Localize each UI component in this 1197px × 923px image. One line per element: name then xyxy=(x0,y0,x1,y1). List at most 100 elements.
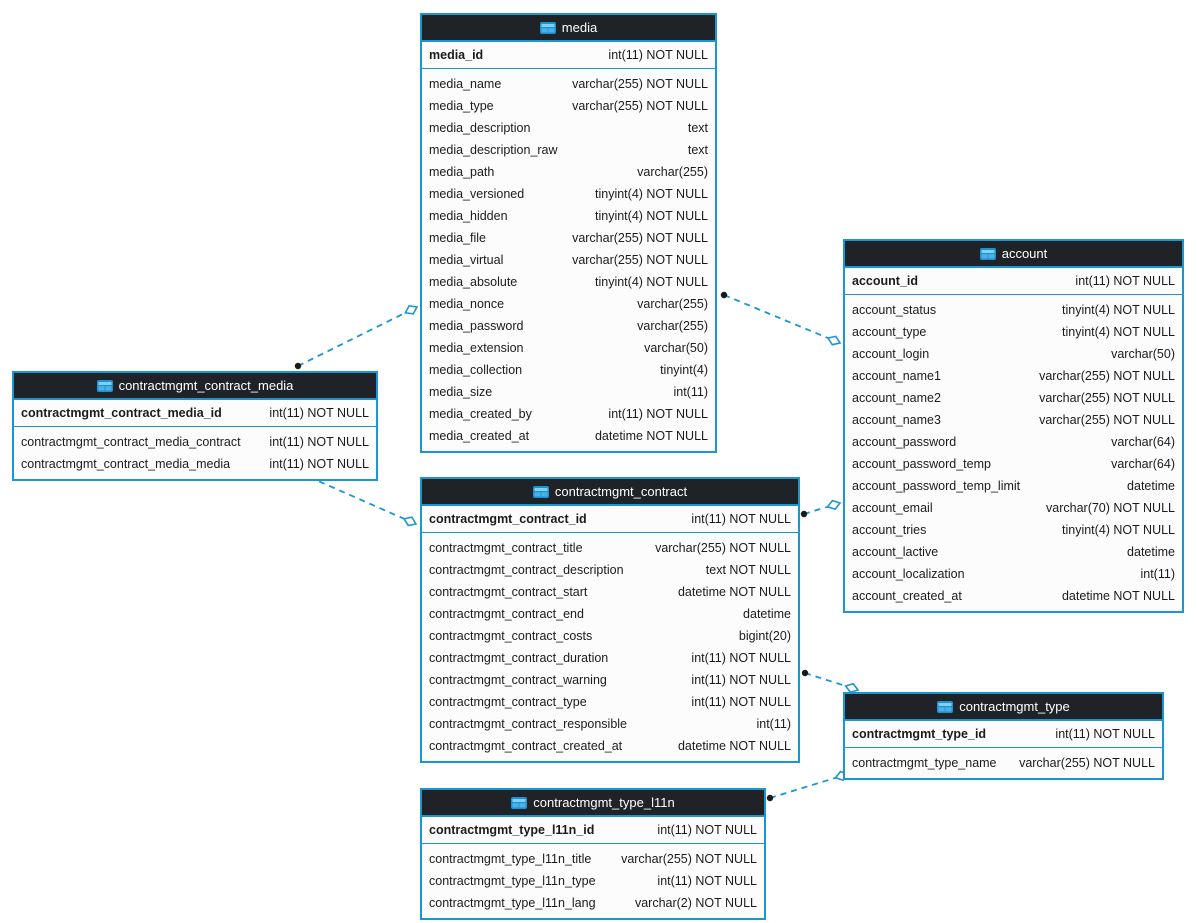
column-name: account_name3 xyxy=(852,413,941,427)
column-type: datetime NOT NULL xyxy=(1061,589,1175,603)
table-contractmgmt_type_l11n[interactable]: contractmgmt_type_l11n contractmgmt_type_… xyxy=(420,788,766,920)
column-type: int(11) xyxy=(756,717,791,731)
relationship-diamond-endpoint xyxy=(404,304,419,315)
column-name: media_size xyxy=(429,385,493,399)
relationship-contractmgmt_type_l11n-to-contractmgmt_type[interactable] xyxy=(766,770,850,802)
primary-key-name: contractmgmt_contract_media_id xyxy=(21,406,222,420)
column-type: varchar(2) NOT NULL xyxy=(634,896,757,910)
column-type: int(11) NOT NULL xyxy=(269,457,369,471)
table-header[interactable]: contractmgmt_contract_media xyxy=(14,373,376,400)
primary-key-name: media_id xyxy=(429,48,484,62)
relationship-contractmgmt_contract-to-account[interactable] xyxy=(800,499,842,518)
table-header[interactable]: media xyxy=(422,15,715,42)
table-title: contractmgmt_type_l11n xyxy=(533,795,675,810)
column-name: contractmgmt_type_name xyxy=(852,756,997,770)
column-type: varchar(50) xyxy=(1111,347,1175,361)
primary-key-name: account_id xyxy=(852,274,918,288)
column-name: media_type xyxy=(429,99,494,113)
table-header[interactable]: contractmgmt_type_l11n xyxy=(422,790,764,817)
column-name: media_created_at xyxy=(429,429,530,443)
column-name: media_absolute xyxy=(429,275,518,289)
column-type: int(11) NOT NULL xyxy=(691,695,791,709)
column-type: datetime NOT NULL xyxy=(677,585,791,599)
column-row: media_password varchar(255) xyxy=(422,315,715,337)
table-icon xyxy=(937,700,954,713)
table-header[interactable]: contractmgmt_contract xyxy=(422,479,798,506)
relationship-diamond-endpoint xyxy=(826,335,842,346)
table-icon xyxy=(511,796,528,809)
primary-key-type: int(11) NOT NULL xyxy=(1075,274,1175,288)
column-type: tinyint(4) NOT NULL xyxy=(1062,523,1175,537)
column-name: media_nonce xyxy=(429,297,505,311)
column-type: tinyint(4) NOT NULL xyxy=(1062,303,1175,317)
relationship-diamond-endpoint xyxy=(826,499,842,511)
column-name: media_description xyxy=(429,121,531,135)
relationship-media-to-account[interactable] xyxy=(720,291,842,346)
column-type: int(11) xyxy=(673,385,708,399)
primary-key-type: int(11) NOT NULL xyxy=(657,823,757,837)
column-type: tinyint(4) NOT NULL xyxy=(595,275,708,289)
table-title: media xyxy=(561,20,598,35)
column-name: account_lactive xyxy=(852,545,939,559)
column-name: account_name2 xyxy=(852,391,941,405)
column-name: contractmgmt_contract_description xyxy=(429,563,624,577)
column-name: media_file xyxy=(429,231,486,245)
column-row: account_password_temp varchar(64) xyxy=(845,453,1182,475)
column-name: account_password_temp xyxy=(852,457,991,471)
column-type: varchar(255) xyxy=(637,319,708,333)
column-name: media_password xyxy=(429,319,524,333)
primary-key-name: contractmgmt_type_l11n_id xyxy=(429,823,595,837)
column-name: account_password xyxy=(852,435,957,449)
column-type: int(11) NOT NULL xyxy=(657,874,757,888)
column-type: varchar(64) xyxy=(1111,457,1175,471)
column-type: int(11) NOT NULL xyxy=(269,435,369,449)
primary-key-name: contractmgmt_contract_id xyxy=(429,512,587,526)
column-type: int(11) NOT NULL xyxy=(608,407,708,421)
column-name: account_name1 xyxy=(852,369,941,383)
relationship-contractmgmt_contract-to-contractmgmt_type[interactable] xyxy=(801,669,860,694)
column-type: datetime xyxy=(743,607,791,621)
relationship-contractmgmt_contract_media-to-media[interactable] xyxy=(294,304,419,370)
relationship-contractmgmt_contract_media-to-contractmgmt_contract[interactable] xyxy=(305,473,418,527)
column-name: contractmgmt_type_l11n_title xyxy=(429,852,592,866)
column-name: contractmgmt_contract_title xyxy=(429,541,583,555)
column-name: contractmgmt_contract_created_at xyxy=(429,739,623,753)
table-header[interactable]: contractmgmt_type xyxy=(845,694,1162,721)
column-type: varchar(255) NOT NULL xyxy=(572,99,708,113)
primary-key-type: int(11) NOT NULL xyxy=(1055,727,1155,741)
column-name: account_localization xyxy=(852,567,965,581)
table-header[interactable]: account xyxy=(845,241,1182,268)
table-account[interactable]: account account_id int(11) NOT NULL account… xyxy=(843,239,1184,613)
